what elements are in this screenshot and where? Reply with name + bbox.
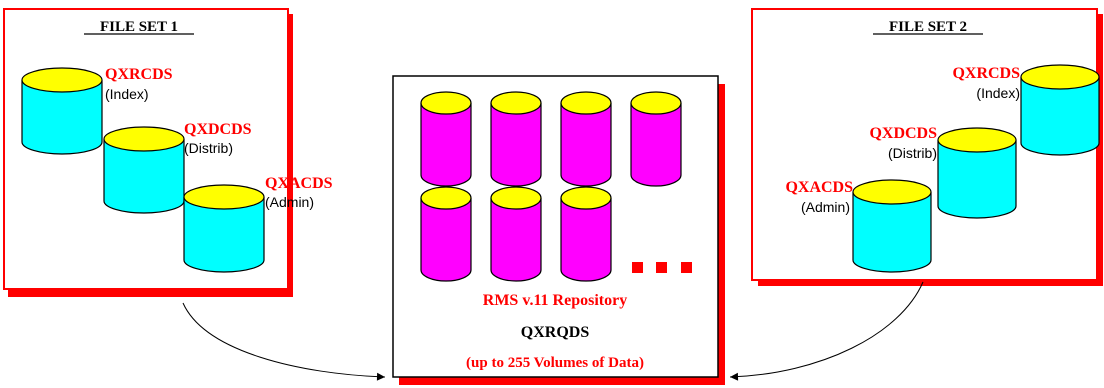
fs1-distrib-cylinder-icon <box>103 126 185 214</box>
fs2-index-role: (Index) <box>976 85 1020 101</box>
volume-grid <box>420 91 682 282</box>
fs2-distrib-cylinder-icon <box>937 127 1017 219</box>
fs1-admin-name: QXACDS <box>265 175 333 192</box>
volume-cylinder-icon <box>630 91 682 187</box>
volume-cylinder-icon <box>420 91 472 187</box>
fs2-distrib-role: (Distrib) <box>888 145 937 161</box>
volume-cylinder-icon <box>560 186 612 282</box>
fs1-distrib-role: (Distrib) <box>184 140 233 156</box>
fs1-distrib-name: QXDCDS <box>184 121 252 138</box>
volume-cylinder-icon <box>490 186 542 282</box>
file-set-1-panel: FILE SET 1 QXRCDS (Index) QXDCDS (Distri… <box>3 8 333 297</box>
file-set-1-to-repository-arrow <box>182 302 386 381</box>
fs1-index-role: (Index) <box>105 86 149 102</box>
fs2-index-name: QXRCDS <box>952 65 1020 82</box>
file-set-1-title: FILE SET 1 <box>100 19 178 35</box>
fs2-index-cylinder-icon <box>1020 64 1100 156</box>
file-set-2-panel: FILE SET 2 QXRCDS (Index) QXDCDS (Distri… <box>751 8 1103 286</box>
repository-note: (up to 255 Volumes of Data) <box>466 355 644 371</box>
fs1-admin-role: (Admin) <box>265 194 314 210</box>
more-volumes-ellipsis-icon <box>632 262 692 273</box>
fs2-distrib-name: QXDCDS <box>869 125 937 142</box>
volume-cylinder-icon <box>490 91 542 187</box>
fs2-admin-role: (Admin) <box>801 199 850 215</box>
repository-name: QXRQDS <box>521 324 590 341</box>
fs2-admin-name: QXACDS <box>785 179 853 196</box>
fs2-admin-cylinder-icon <box>852 179 932 273</box>
repository-panel: RMS v.11 Repository QXRQDS (up to 255 Vo… <box>392 75 725 385</box>
fs1-index-cylinder-icon <box>21 67 103 155</box>
volume-cylinder-icon <box>560 91 612 187</box>
volume-cylinder-icon <box>420 186 472 282</box>
repository-title: RMS v.11 Repository <box>483 292 627 309</box>
fs1-index-name: QXRCDS <box>105 66 173 83</box>
file-set-2-to-repository-arrow <box>729 281 924 381</box>
fs1-admin-cylinder-icon <box>183 184 265 273</box>
file-set-2-title: FILE SET 2 <box>889 19 967 35</box>
